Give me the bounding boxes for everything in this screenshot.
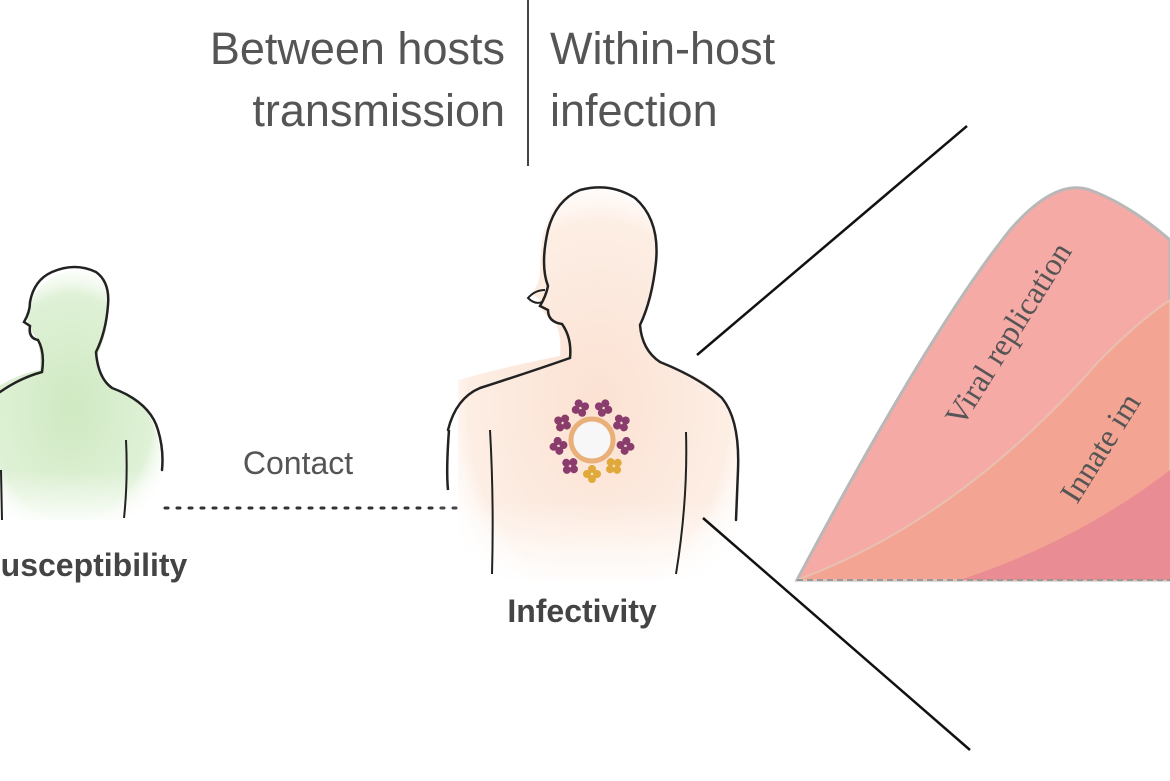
- infected-outline: [446, 186, 740, 522]
- header-right-line2: infection: [550, 85, 718, 136]
- susceptible-arm-left: [0, 469, 3, 521]
- virus-particles: [549, 399, 635, 483]
- infected-torso-right: [675, 431, 688, 575]
- infected-body-fill: [458, 188, 740, 580]
- susceptible-outline: [0, 265, 164, 472]
- virus-particle: [613, 414, 630, 432]
- susceptible-body-fill: [0, 269, 162, 520]
- innate-immunity-area: [796, 298, 1170, 581]
- infected-face-detail: [526, 289, 546, 304]
- infectivity-label: Infectivity: [507, 593, 657, 629]
- infected-fade: [440, 500, 760, 590]
- cell-core: [568, 416, 616, 464]
- contact-label: Contact: [243, 445, 353, 481]
- virus-particle: [554, 414, 571, 432]
- virus-particle: [616, 436, 635, 455]
- susceptible-person: [0, 265, 180, 530]
- header-right-line1: Within-host: [550, 23, 776, 74]
- virus-particle: [549, 436, 568, 455]
- header: Between hosts transmission Within-host i…: [210, 0, 776, 166]
- receptor-particle: [606, 458, 622, 474]
- virus-particle: [571, 399, 590, 417]
- infected-person: Infectivity: [440, 186, 760, 629]
- within-host-curve: Viral replication Innate im: [794, 186, 1170, 582]
- susceptible-fade: [0, 470, 180, 530]
- susceptibility-label: usceptibility: [1, 547, 188, 583]
- header-left-line2: transmission: [252, 85, 505, 136]
- virus-particle: [562, 458, 578, 474]
- virus-particle: [594, 399, 613, 417]
- adaptive-core-area: [960, 470, 1170, 580]
- infected-torso-left: [489, 429, 494, 575]
- susceptible-arm-right: [123, 439, 128, 519]
- contact-link: Contact: [163, 445, 460, 510]
- receptor-particle: [583, 465, 601, 483]
- zoom-line-bottom: [702, 517, 971, 751]
- virus-cell-icon: [549, 399, 635, 483]
- header-left-line1: Between hosts: [210, 23, 505, 74]
- infected-arm-left: [445, 429, 451, 491]
- zoom-line-top: [696, 125, 968, 356]
